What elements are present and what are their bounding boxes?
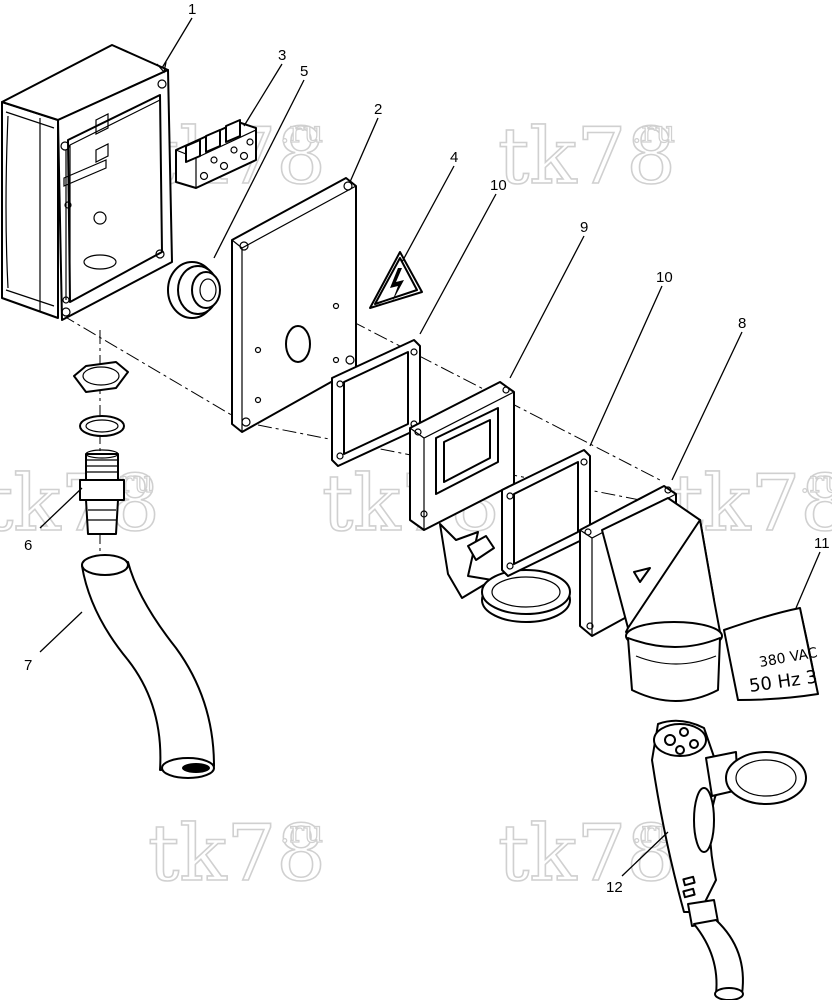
svg-text:tk78: tk78	[498, 112, 676, 202]
svg-text:tk78: tk78	[148, 809, 326, 899]
power-plug	[651, 719, 807, 1000]
watermark: tk78 .ru	[497, 111, 676, 203]
svg-text:tk78: tk78	[0, 459, 160, 549]
svg-text:.ru: .ru	[280, 815, 323, 850]
callout-2: 2	[374, 101, 382, 118]
angled-power-inlet	[579, 485, 723, 702]
callout-5: 5	[300, 63, 308, 80]
watermark: tk78 .ru	[497, 808, 676, 900]
terminal-block	[175, 119, 257, 189]
callout-8: 8	[738, 315, 746, 332]
watermark: tk78 .ru	[147, 808, 326, 900]
callout-7: 7	[24, 657, 32, 674]
cable-gland	[73, 361, 129, 535]
svg-text:.ru: .ru	[632, 115, 675, 150]
svg-text:tk78: tk78	[498, 809, 676, 899]
callout-10-rear: 10	[656, 269, 673, 286]
socket-adapter-housing	[409, 381, 571, 623]
enclosure-box	[1, 44, 173, 321]
cable-grommet	[167, 261, 221, 319]
callout-4: 4	[450, 149, 458, 166]
cover-plate	[231, 177, 357, 433]
svg-text:.ru: .ru	[280, 115, 323, 150]
callout-6: 6	[24, 537, 32, 554]
watermark: tk78 .ru	[0, 458, 161, 550]
callout-11: 11	[814, 535, 830, 552]
gasket-rear	[501, 449, 591, 577]
callout-1: 1	[188, 1, 196, 18]
callout-3: 3	[278, 47, 286, 64]
svg-text:.ru: .ru	[800, 465, 832, 500]
flexible-conduit	[81, 554, 215, 779]
callout-10-front: 10	[490, 177, 507, 194]
callout-labels: 1 3 5 2 4 10 9 10 8 11 6 7 12	[24, 1, 830, 896]
callout-12: 12	[606, 879, 623, 896]
callout-9: 9	[580, 219, 588, 236]
voltage-label-band: 380 VAC 50 Hz 3	[723, 607, 819, 701]
high-voltage-warning-icon	[369, 251, 423, 309]
